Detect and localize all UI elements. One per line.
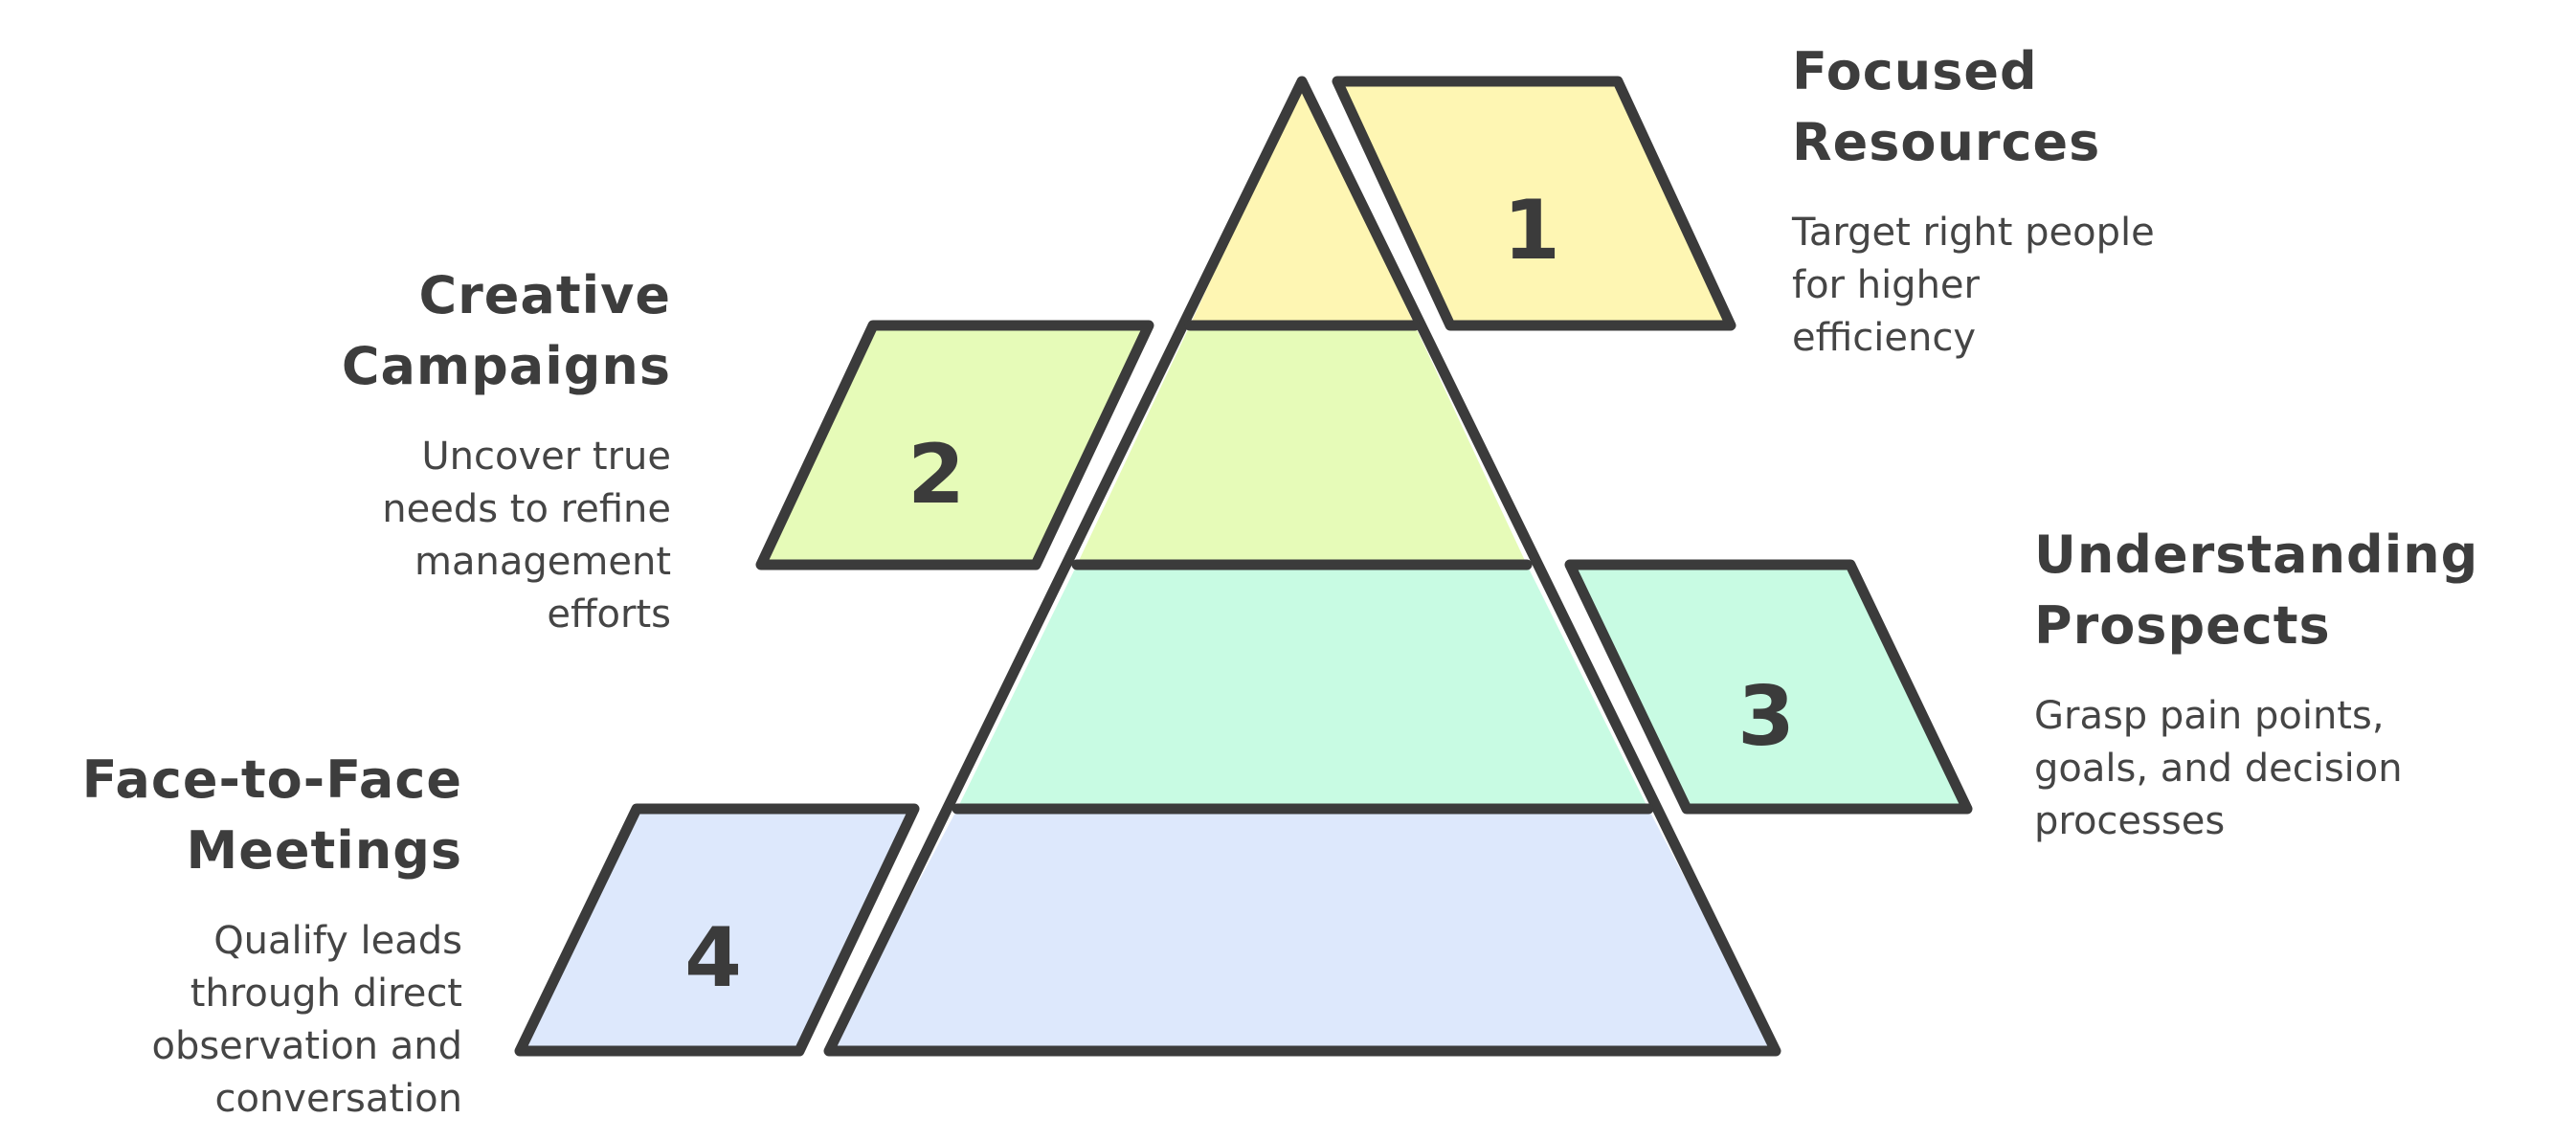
tier-1-title-line: Focused — [1792, 41, 2038, 101]
tier-2-pyramid-fill — [1077, 325, 1527, 565]
tier-2-desc-line: management — [414, 540, 671, 584]
tier-2-number: 2 — [907, 427, 965, 523]
tier-4-title-line: Meetings — [186, 820, 462, 881]
tier-2-title: Creative Campaigns — [342, 260, 671, 402]
tier-3-label: Understanding Prospects Grasp pain point… — [2034, 520, 2478, 848]
tier-2-label: Creative Campaigns Uncover true needs to… — [342, 260, 671, 641]
tier-numbers: 1 2 3 4 — [684, 183, 1795, 1006]
tier-3-desc-line: processes — [2034, 799, 2226, 843]
tier-3-title: Understanding Prospects — [2034, 520, 2478, 661]
tier-3-card-fill — [1570, 565, 1967, 809]
tier-1-desc-line: for higher — [1792, 263, 1980, 307]
tier-4-title: Face-to-Face Meetings — [82, 745, 462, 886]
tier-2-card-outline — [755, 320, 1154, 570]
tier-3-card-outline — [1564, 559, 1973, 815]
tier-1-number: 1 — [1503, 183, 1560, 279]
tier-1-title: Focused Resources — [1792, 36, 2155, 178]
tier-4-pyramid-fill — [829, 809, 1776, 1051]
pyramid-outline — [823, 76, 1781, 1057]
tier-4-desc-line: Qualify leads — [213, 919, 462, 963]
tier-1-card-fill — [1337, 81, 1731, 325]
tier-2-desc-line: efforts — [547, 592, 671, 637]
tier-1-desc-line: efficiency — [1792, 316, 1977, 360]
tier-4-desc-line: observation and — [151, 1024, 462, 1068]
tier-4-number: 4 — [684, 910, 742, 1006]
tier-3-number: 3 — [1737, 669, 1795, 765]
tier-2-description: Uncover true needs to refine management … — [342, 431, 671, 641]
tier-1-card-outline — [1332, 76, 1736, 331]
tier-4-desc-line: conversation — [214, 1077, 462, 1121]
tier-3-title-line: Understanding — [2034, 525, 2479, 585]
tier-3-title-line: Prospects — [2034, 595, 2331, 656]
tier-2-card-fill — [761, 325, 1149, 565]
tier-4-card-outline — [514, 803, 920, 1057]
tier-1-label: Focused Resources Target right people fo… — [1792, 36, 2155, 365]
tier-3-desc-line: Grasp pain points, — [2034, 694, 2385, 738]
tier-4-description: Qualify leads through direct observation… — [82, 915, 462, 1126]
tier-4-label: Face-to-Face Meetings Qualify leads thro… — [82, 745, 462, 1126]
tier-3-description: Grasp pain points, goals, and decision p… — [2034, 690, 2478, 848]
tier-2-title-line: Creative — [418, 265, 671, 325]
tier-fills — [520, 81, 1967, 1051]
tier-3-pyramid-fill — [957, 565, 1648, 809]
tier-3-desc-line: goals, and decision — [2034, 747, 2403, 791]
tier-outlines — [514, 76, 1973, 1057]
tier-1-pyramid-fill — [1190, 81, 1415, 325]
tier-1-title-line: Resources — [1792, 112, 2101, 172]
tier-2-desc-line: needs to refine — [382, 487, 671, 531]
tier-1-desc-line: Target right people — [1792, 211, 2155, 255]
tier-1-description: Target right people for higher efficienc… — [1792, 207, 2155, 365]
tier-4-title-line: Face-to-Face — [81, 749, 462, 810]
tier-2-desc-line: Uncover true — [421, 435, 671, 479]
tier-4-desc-line: through direct — [190, 972, 462, 1016]
tier-2-title-line: Campaigns — [341, 336, 671, 396]
tier-4-card-fill — [520, 809, 914, 1051]
